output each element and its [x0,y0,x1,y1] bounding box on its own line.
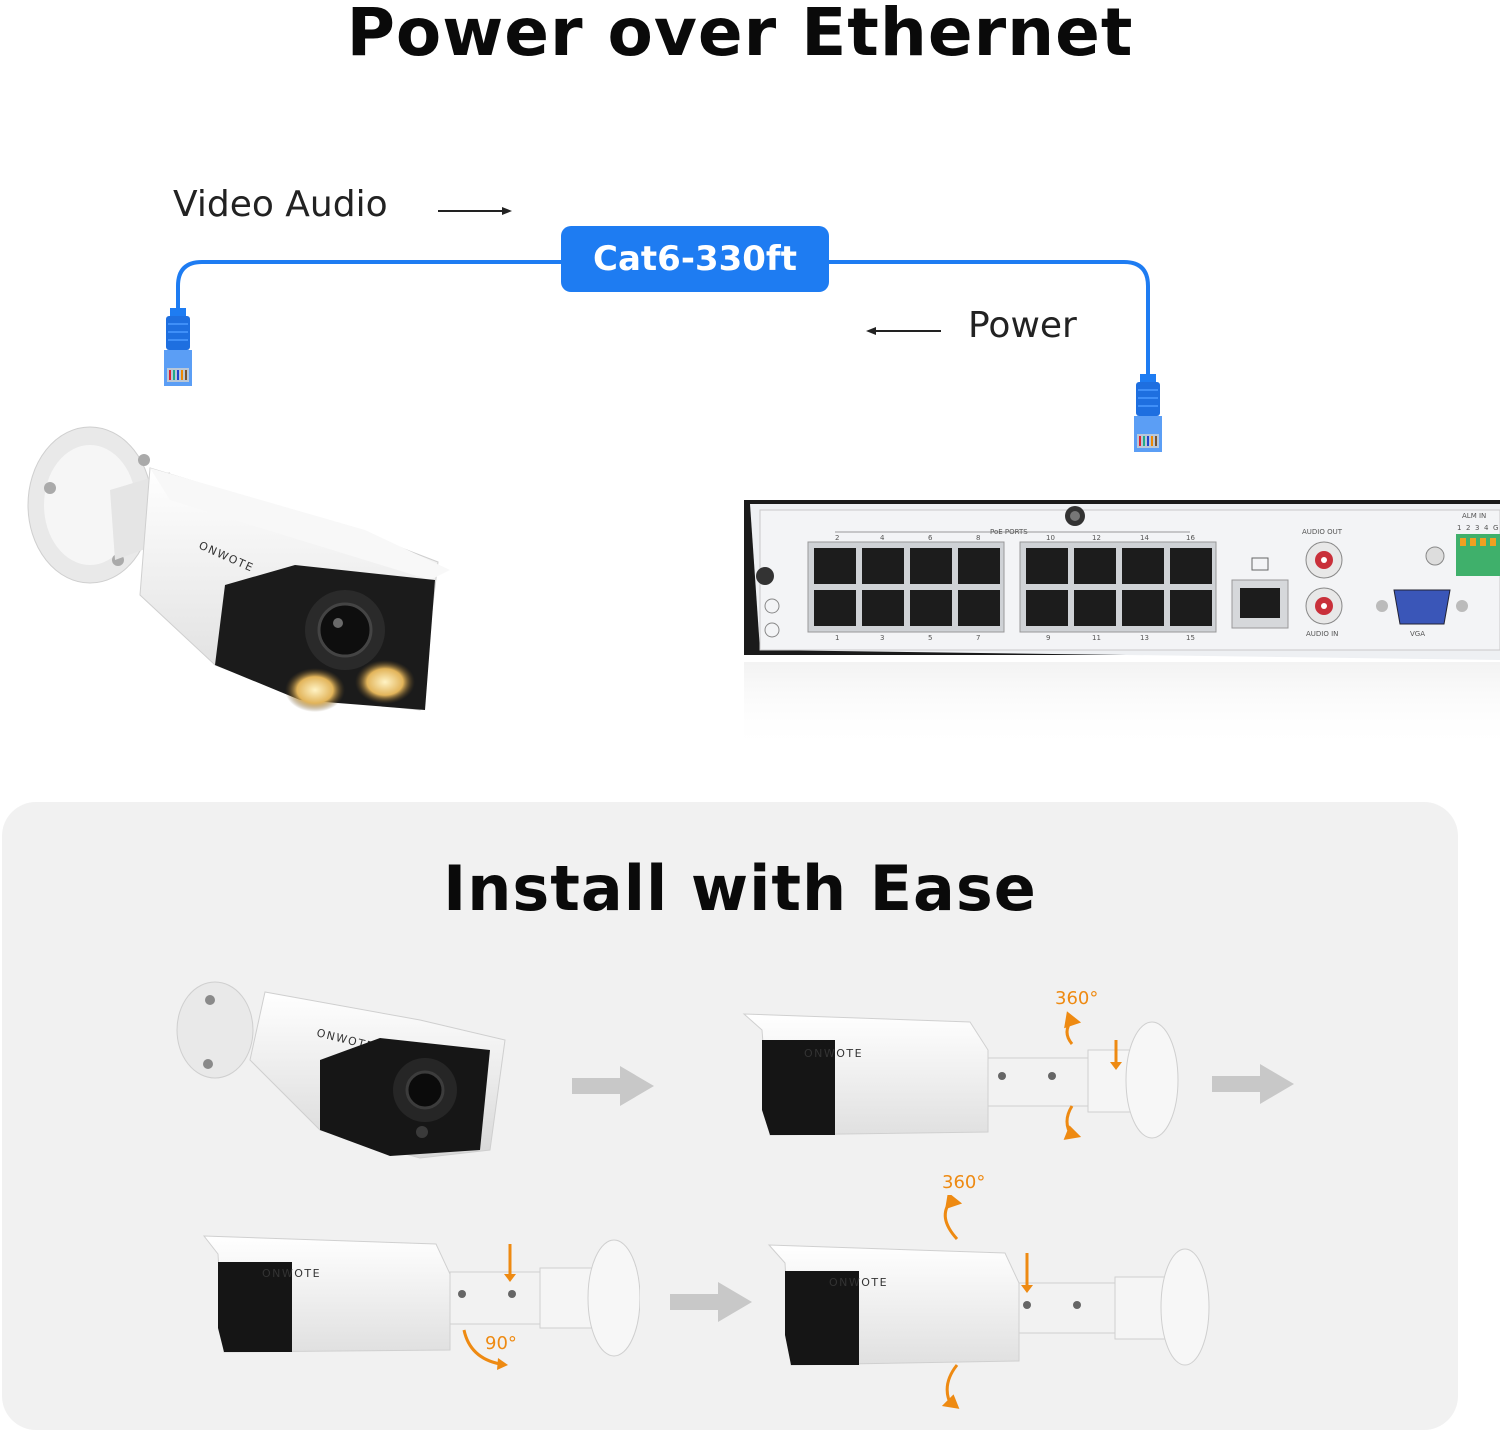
audio-in-label: AUDIO IN [1306,630,1338,638]
poe-ports-block-right [1019,541,1217,633]
alm-number: 3 [1475,524,1479,532]
port-number: 15 [1186,634,1195,642]
port-number: 2 [835,534,839,542]
tilt-90-icon [462,1329,508,1370]
arrow-down-icon [1110,1040,1122,1070]
poe-camera: ONWOTE [27,426,450,712]
port-number: 12 [1092,534,1101,542]
rj45-connector-icon [164,308,192,386]
arrow-right-icon [438,207,512,215]
poe-nvr-recorder: PoE PORTS 2 4 6 8 10 12 14 16 1 3 5 7 9 … [744,500,1500,752]
alm-number: 1 [1457,524,1461,532]
port-number: 1 [835,634,839,642]
rotation-360-label: 360° [1055,988,1099,1009]
vga-port-icon [1376,589,1468,625]
camera-brand: ONWOTE [829,1276,888,1289]
lan-port-icon [1231,557,1289,629]
camera-brand: ONWOTE [804,1047,863,1060]
arrow-left-icon [866,327,941,335]
poe-title: Power over Ethernet [346,0,1134,71]
rotate-360-icon [941,1195,963,1409]
install-step3-camera: ONWOTE [202,1235,640,1370]
install-step2-camera: ONWOTE [742,1011,1179,1140]
arrow-down-icon [1021,1253,1033,1293]
port-number: 13 [1140,634,1149,642]
port-number: 6 [928,534,933,542]
port-number: 9 [1046,634,1050,642]
poe-ports-label: PoE PORTS [990,528,1028,536]
tilt-90-label: 90° [485,1333,517,1354]
step-arrow-icon [572,1066,654,1106]
port-number: 8 [976,534,980,542]
cable-length-badge: Cat6-330ft [561,226,829,292]
step-arrow-icon [670,1282,752,1322]
rotate-360-icon [1063,1011,1082,1140]
alm-in-label: ALM IN [1462,512,1486,520]
poe-ports-block-left [807,541,1005,633]
rj45-connector-icon [1134,374,1162,452]
rotation-360-label: 360° [942,1172,986,1193]
alarm-terminal-icon [1456,534,1500,576]
camera-brand: ONWOTE [262,1267,321,1280]
alm-number: 2 [1466,524,1470,532]
step-arrow-icon [1212,1064,1294,1104]
port-number: 4 [880,534,885,542]
install-title: Install with Ease [443,852,1037,925]
arrow-down-icon [504,1244,516,1282]
port-number: 10 [1046,534,1055,542]
alm-number: G [1493,524,1498,532]
port-number: 5 [928,634,932,642]
video-audio-label: Video Audio [173,184,388,225]
alm-number: 4 [1484,524,1489,532]
port-number: 11 [1092,634,1101,642]
vga-label: VGA [1410,630,1425,638]
audio-out-label: AUDIO OUT [1302,528,1343,536]
power-label: Power [968,305,1077,346]
port-number: 3 [880,634,884,642]
install-step4-camera: ONWOTE [767,1195,1210,1409]
install-step1-camera: ONWOTE [176,981,506,1159]
port-number: 14 [1140,534,1149,542]
port-number: 7 [976,634,980,642]
port-number: 16 [1186,534,1195,542]
